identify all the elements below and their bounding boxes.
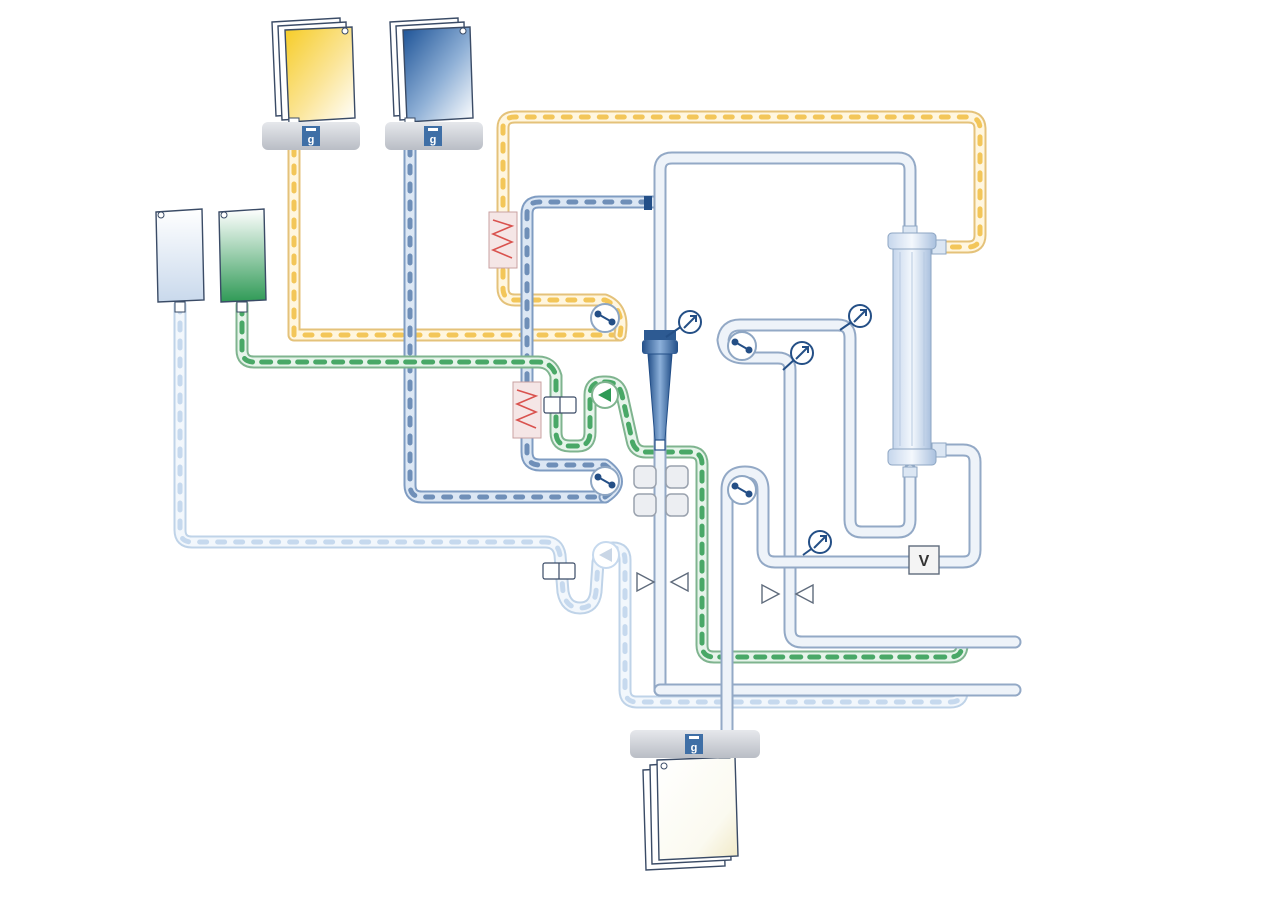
pump-icon[interactable] <box>590 466 620 496</box>
bag-white-icon <box>155 208 205 313</box>
scale-blue-bag: g <box>385 122 483 150</box>
clamp-icon[interactable] <box>543 396 577 414</box>
pump-icon[interactable] <box>727 475 757 505</box>
scale-icon: g <box>302 126 320 146</box>
pressure-gauge-icon <box>839 304 872 331</box>
bag-yellow-icon <box>271 17 356 129</box>
scale-icon: g <box>685 734 703 754</box>
air-detector-icon <box>633 465 689 517</box>
clamp-icon[interactable] <box>542 562 576 580</box>
scale-effluent-bag: g <box>630 730 760 758</box>
scale-yellow-bag: g <box>262 122 360 150</box>
pumps-layer <box>590 303 757 569</box>
bag-blue-icon <box>389 17 474 129</box>
valve-label: V <box>919 553 930 570</box>
pump-icon[interactable] <box>727 331 757 361</box>
pressure-gauge-icon <box>665 310 702 338</box>
valve-icon[interactable]: V <box>908 545 940 575</box>
scale-unit: g <box>430 134 437 146</box>
scale-unit: g <box>308 134 315 146</box>
light-blue-line <box>173 298 969 709</box>
pinch-valve-left[interactable] <box>636 571 689 593</box>
check-valve-icon[interactable] <box>591 381 619 409</box>
heater-icon <box>512 381 542 439</box>
tubing-layer <box>173 110 1022 757</box>
filter-icon <box>887 225 947 478</box>
yellow-dialysate-line <box>287 110 987 342</box>
heater-icon <box>488 211 518 269</box>
drip-chamber-icon <box>642 196 678 451</box>
scale-unit: g <box>691 742 698 754</box>
pressure-gauge-icon <box>802 530 832 556</box>
pressure-gauge-icon <box>782 341 814 371</box>
bag-green-icon <box>218 208 267 313</box>
pinch-valve-right[interactable] <box>761 583 814 605</box>
blood-lines <box>653 151 1022 757</box>
pump-icon[interactable] <box>590 303 620 333</box>
bag-effluent-icon <box>642 746 739 871</box>
check-valve-icon[interactable] <box>592 541 620 569</box>
scale-icon: g <box>424 126 442 146</box>
